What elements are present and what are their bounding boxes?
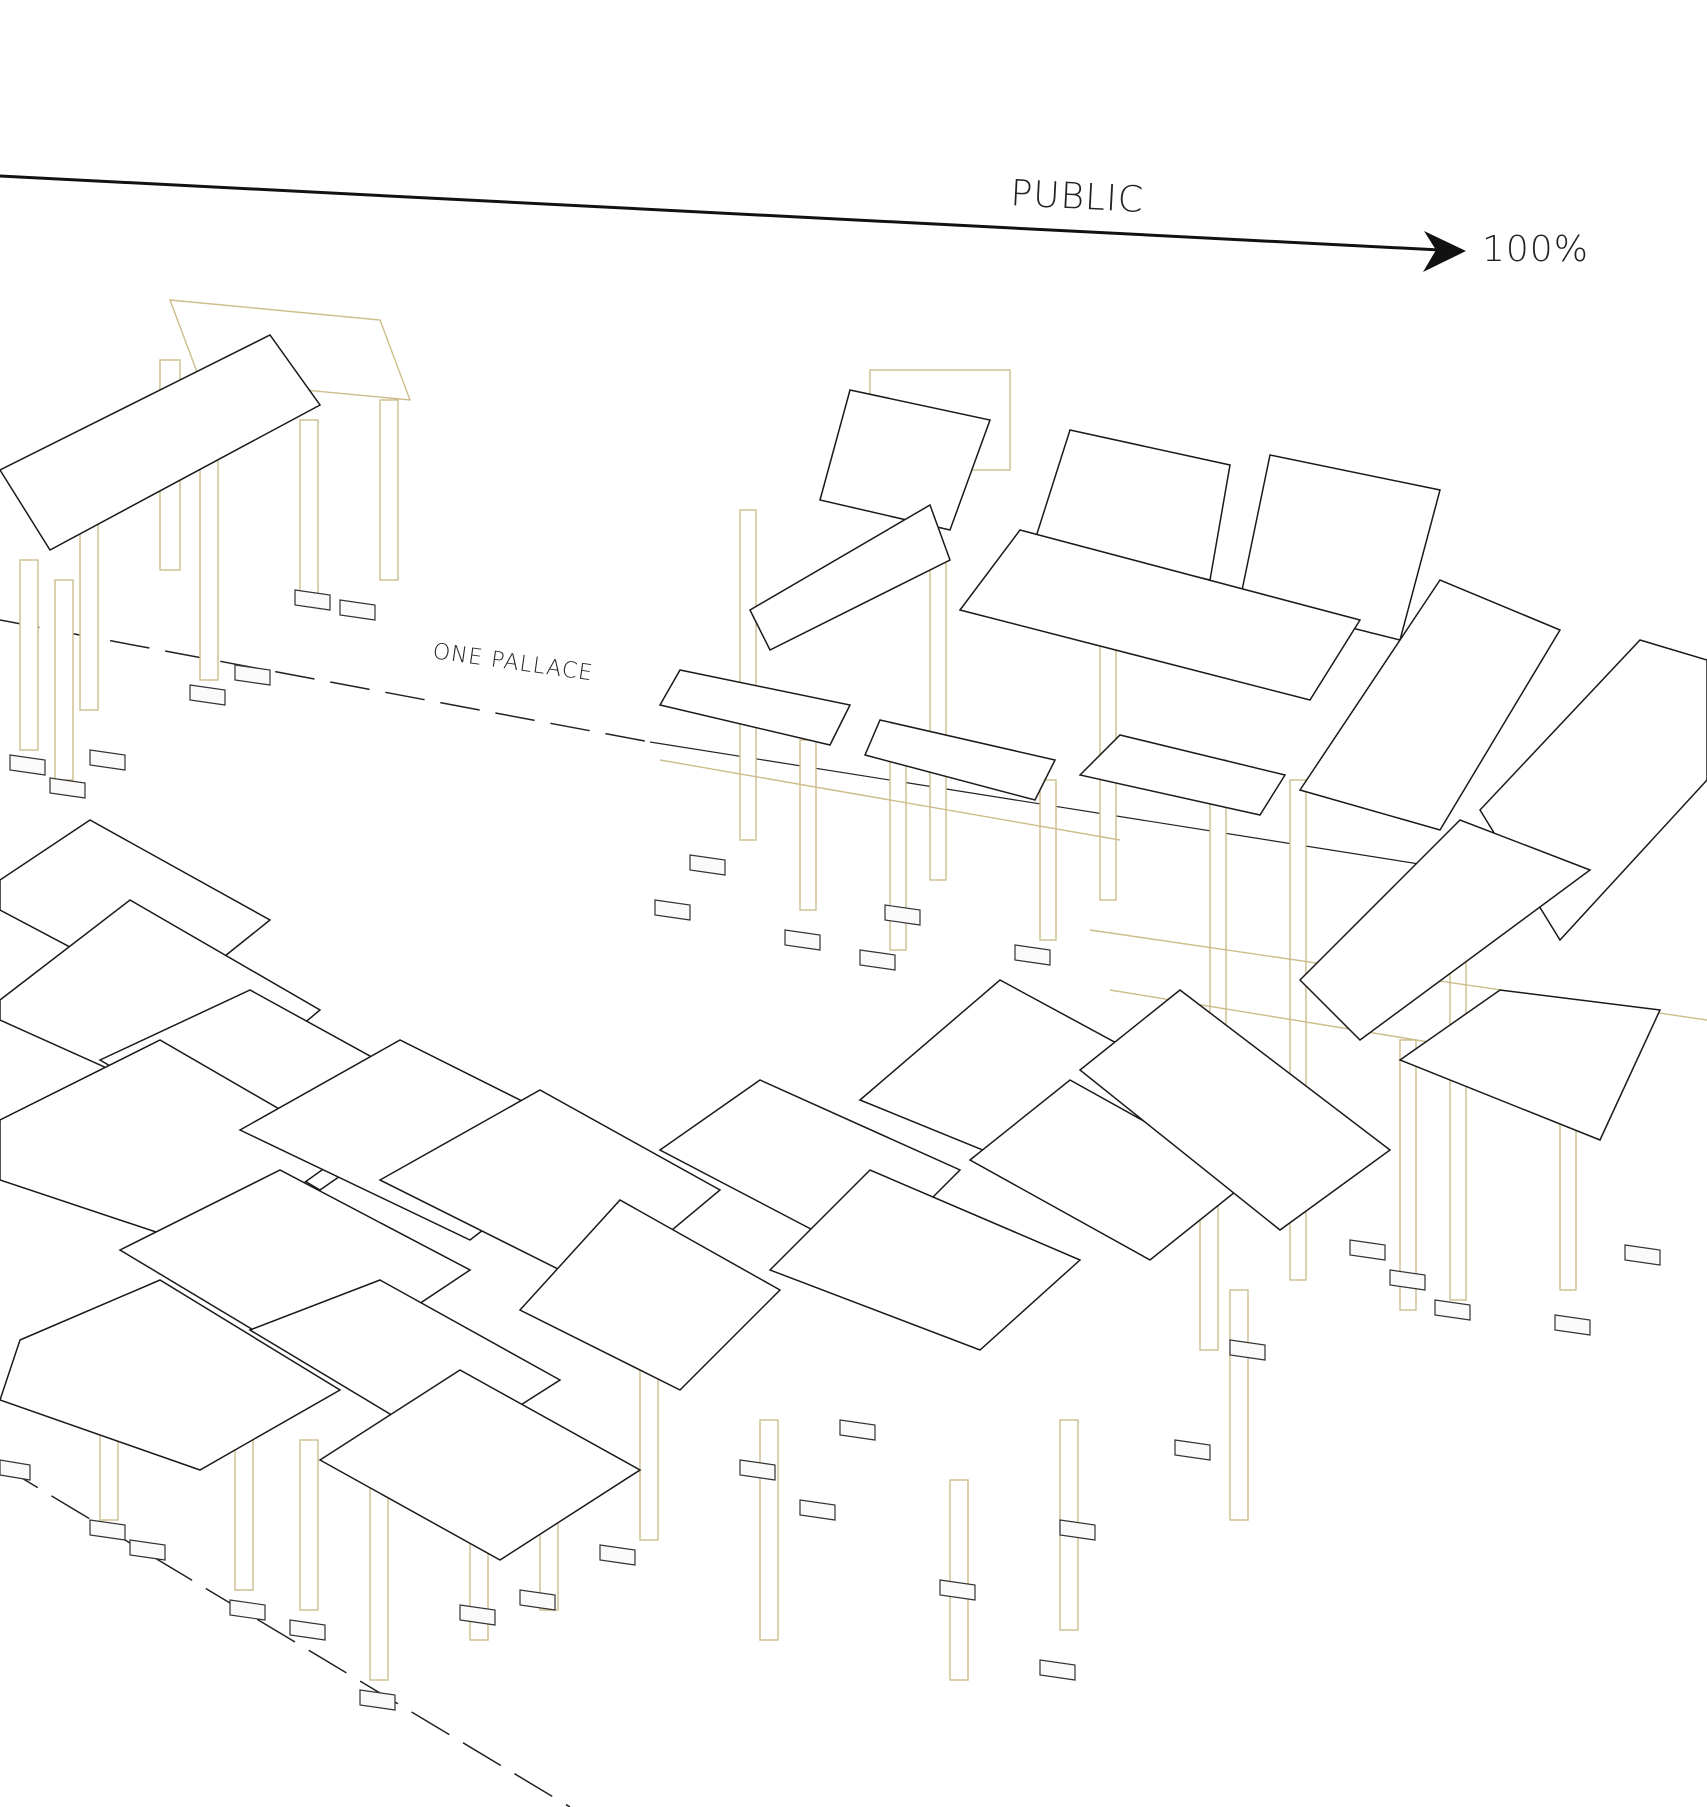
arrow-head-icon xyxy=(1423,231,1466,272)
roof-row-bottom-left xyxy=(0,819,1392,1711)
zone-dashed-line xyxy=(0,619,1521,1807)
pavilion-top-left xyxy=(0,299,412,799)
public-axis-label: PUBLIC xyxy=(1010,173,1145,221)
public-axis-arrow xyxy=(0,174,1466,272)
one-pallace-label: ONE PALLACE xyxy=(431,639,594,686)
percent-end-label: 100% xyxy=(1482,229,1589,270)
pavilion-cluster-right xyxy=(654,369,1707,1336)
